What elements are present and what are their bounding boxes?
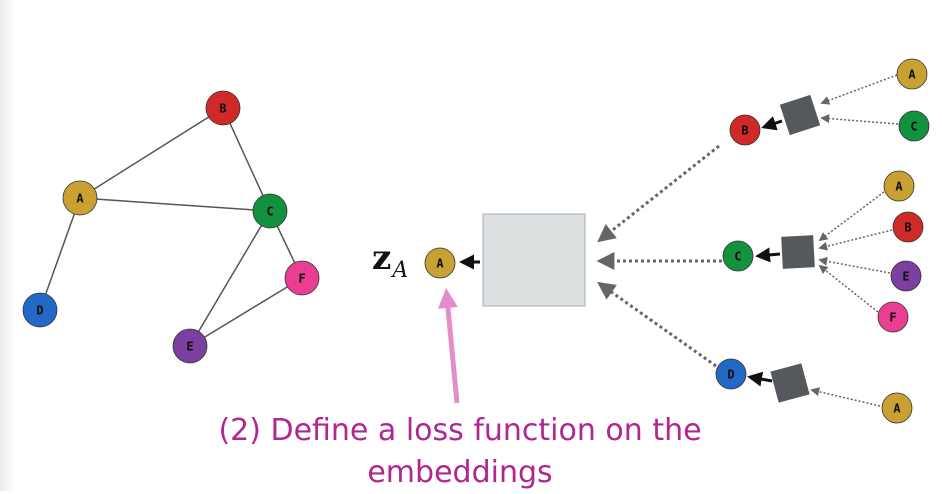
- node-circle-graph-a: [62, 180, 98, 216]
- target-aggregator-box: [482, 213, 586, 307]
- edge-a-d: [39, 197, 81, 311]
- pink-pointer-arrow: [437, 288, 460, 404]
- node-label-layer1-c: C: [734, 250, 741, 264]
- embedding-subscript: A: [392, 258, 409, 283]
- node-circle-layer1-b: [729, 114, 761, 146]
- arrow-box-to-b: [761, 116, 783, 131]
- node-label-layer2-c-e: E: [902, 270, 909, 284]
- node-circle-layer1-c: [722, 240, 754, 272]
- input-graph-nodes: A B C D E F: [22, 90, 320, 364]
- slide-edge-shade: [0, 0, 16, 491]
- embedding-label: zA: [372, 238, 408, 283]
- node-label-layer2-c-b: B: [904, 221, 911, 235]
- embedding-symbol: z: [372, 238, 392, 278]
- node-layer1-d: D: [715, 358, 747, 390]
- node-label-layer2-d-a: A: [893, 402, 901, 416]
- node-graph-a: A: [62, 180, 98, 216]
- node-circle-graph-d: [22, 292, 58, 328]
- input-graph-edges: [39, 107, 303, 347]
- node-label-layer1-b: B: [741, 124, 748, 138]
- node-label-layer1-d: D: [727, 368, 734, 382]
- node-label-graph-c: C: [266, 205, 273, 219]
- dotted-arrow-e-to-box-c: [818, 256, 891, 274]
- dotted-arrow-c-to-box-b: [820, 114, 899, 125]
- dotted-arrow-a-to-box-c: [818, 191, 885, 242]
- node-label-target-a: A: [436, 257, 444, 271]
- dotted-arrow-d-to-box: [597, 281, 717, 368]
- dotted-arrow-b-to-box: [597, 144, 720, 243]
- node-target-a: A: [424, 247, 456, 279]
- dotted-arrow-a-to-box-b: [820, 74, 898, 105]
- node-layer2-c-e: E: [890, 260, 922, 292]
- aggregator-box-d: [770, 363, 810, 403]
- node-circle-layer2-c-f: [877, 301, 909, 333]
- node-layer1-b: B: [729, 114, 761, 146]
- node-layer2-c-a: A: [883, 170, 915, 202]
- node-label-graph-e: E: [186, 340, 193, 354]
- node-layer2-b-c: C: [898, 110, 930, 142]
- node-graph-b: B: [205, 90, 241, 126]
- edge-a-c: [79, 197, 271, 212]
- node-graph-d: D: [22, 292, 58, 328]
- caption-line-1: (2) Define a loss function on the: [218, 413, 702, 448]
- node-layer2-c-f: F: [877, 301, 909, 333]
- node-circle-layer2-c-b: [892, 211, 924, 243]
- node-graph-f: F: [284, 260, 320, 296]
- node-label-graph-b: B: [219, 102, 226, 116]
- dotted-arrow-f-to-box-c: [818, 264, 879, 313]
- node-graph-c: C: [252, 193, 288, 229]
- node-circle-layer2-b-a: [896, 58, 928, 90]
- node-label-graph-f: F: [298, 272, 305, 286]
- node-circle-graph-e: [172, 328, 208, 364]
- aggregator-box-c: [781, 235, 815, 269]
- node-circle-graph-f: [284, 260, 320, 296]
- node-label-layer2-c-f: F: [889, 311, 896, 325]
- node-layer2-d-a: A: [881, 392, 913, 424]
- node-circle-graph-b: [205, 90, 241, 126]
- node-circle-layer1-d: [715, 358, 747, 390]
- arrow-box-to-c: [755, 247, 781, 263]
- node-label-graph-d: D: [36, 304, 43, 318]
- aggregator-box-b: [779, 94, 821, 136]
- node-layer1-c: C: [722, 240, 754, 272]
- node-circle-layer2-c-a: [883, 170, 915, 202]
- dotted-arrow-a-to-box-d: [810, 387, 881, 407]
- edge-a-b: [79, 107, 224, 199]
- arrow-box-to-d: [747, 371, 773, 387]
- node-label-graph-a: A: [76, 192, 84, 206]
- node-layer2-b-a: A: [896, 58, 928, 90]
- node-layer2-c-b: B: [892, 211, 924, 243]
- edge-b-c: [222, 107, 271, 212]
- node-circle-layer2-d-a: [881, 392, 913, 424]
- node-circle-target-a: [424, 247, 456, 279]
- node-circle-layer2-b-c: [898, 110, 930, 142]
- node-label-layer2-b-c: C: [910, 120, 917, 134]
- computation-graph-nodes: A B A C C A B E F D A: [424, 58, 930, 424]
- node-circle-layer2-c-e: [890, 260, 922, 292]
- node-circle-graph-c: [252, 193, 288, 229]
- edge-e-f: [189, 277, 303, 347]
- node-label-layer2-b-a: A: [908, 68, 916, 82]
- caption: (2) Define a loss function on the embedd…: [180, 410, 740, 494]
- dotted-arrow-b-to-box-c: [818, 229, 893, 251]
- caption-line-2: embeddings: [367, 455, 553, 490]
- node-graph-e: E: [172, 328, 208, 364]
- edge-c-e: [189, 210, 271, 347]
- node-label-layer2-c-a: A: [895, 180, 903, 194]
